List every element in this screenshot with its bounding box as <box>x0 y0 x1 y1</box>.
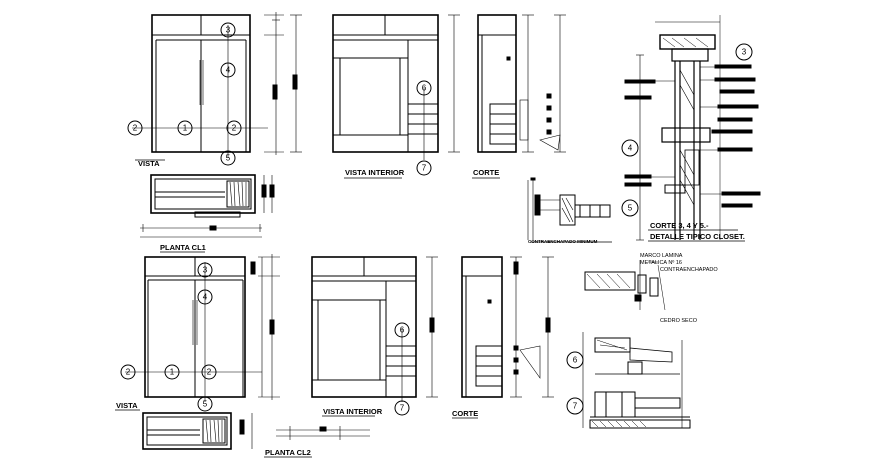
view-label: CORTE <box>452 409 478 418</box>
marker-text: 2 <box>207 368 212 377</box>
marker-text: 3 <box>226 26 231 35</box>
vista-elevation-2 <box>115 254 280 411</box>
marker-text: 6 <box>573 356 578 365</box>
marker-text: 1 <box>183 124 188 133</box>
detail-title: CORTE 3, 4 Y 5.- <box>650 221 709 230</box>
view-label: VISTA INTERIOR <box>345 168 405 177</box>
view-label: VISTA <box>138 159 160 168</box>
marker-text: 5 <box>628 204 633 213</box>
marker-text: 4 <box>628 144 633 153</box>
vista-interior-2 <box>311 256 438 417</box>
detail-title: DETALLE TIPICO CLOSET. <box>650 232 745 241</box>
marker-text: 5 <box>203 400 208 409</box>
marker-text: 4 <box>203 293 208 302</box>
marker-text: 4 <box>226 66 231 75</box>
annotation: METALICA Nº 16 <box>640 259 682 266</box>
marker-text: 6 <box>422 84 427 93</box>
vista-interior-1 <box>332 14 460 179</box>
view-label: PLANTA CL2 <box>265 448 311 457</box>
marker-text: 1 <box>170 368 175 377</box>
view-label: CORTE <box>473 168 499 177</box>
marker-text: 7 <box>400 404 405 413</box>
marker-text: 3 <box>203 266 208 275</box>
corte-section-2 <box>452 256 554 419</box>
annotation: CONTRAENCHAPADO <box>660 267 718 273</box>
marker-text: 5 <box>226 154 231 163</box>
corte-section-1 <box>472 14 566 179</box>
section-detail-small <box>527 177 612 243</box>
view-label: VISTA <box>116 401 138 410</box>
section-note: CONTRAENCHAPADO MINIMUM <box>528 239 598 244</box>
annotation: MARCO LAMINA <box>640 253 683 259</box>
planta-cl2 <box>142 412 370 458</box>
marker-text: 3 <box>742 48 747 57</box>
marker-text: 7 <box>422 164 427 173</box>
marker-text: 2 <box>232 124 237 133</box>
section-markers <box>120 22 753 416</box>
view-label: VISTA INTERIOR <box>323 407 383 416</box>
marker-text: 7 <box>573 402 578 411</box>
base-detail <box>582 332 691 429</box>
hinge-detail <box>584 260 666 311</box>
annotation: CEDRO SECO <box>660 318 698 324</box>
marker-text: 2 <box>133 124 138 133</box>
marker-text: 2 <box>126 368 131 377</box>
view-label: PLANTA CL1 <box>160 243 206 252</box>
vista-elevation-1 <box>132 12 302 161</box>
closet-detail-section <box>624 15 761 242</box>
planta-cl1 <box>140 174 275 253</box>
marker-text: 6 <box>400 326 405 335</box>
